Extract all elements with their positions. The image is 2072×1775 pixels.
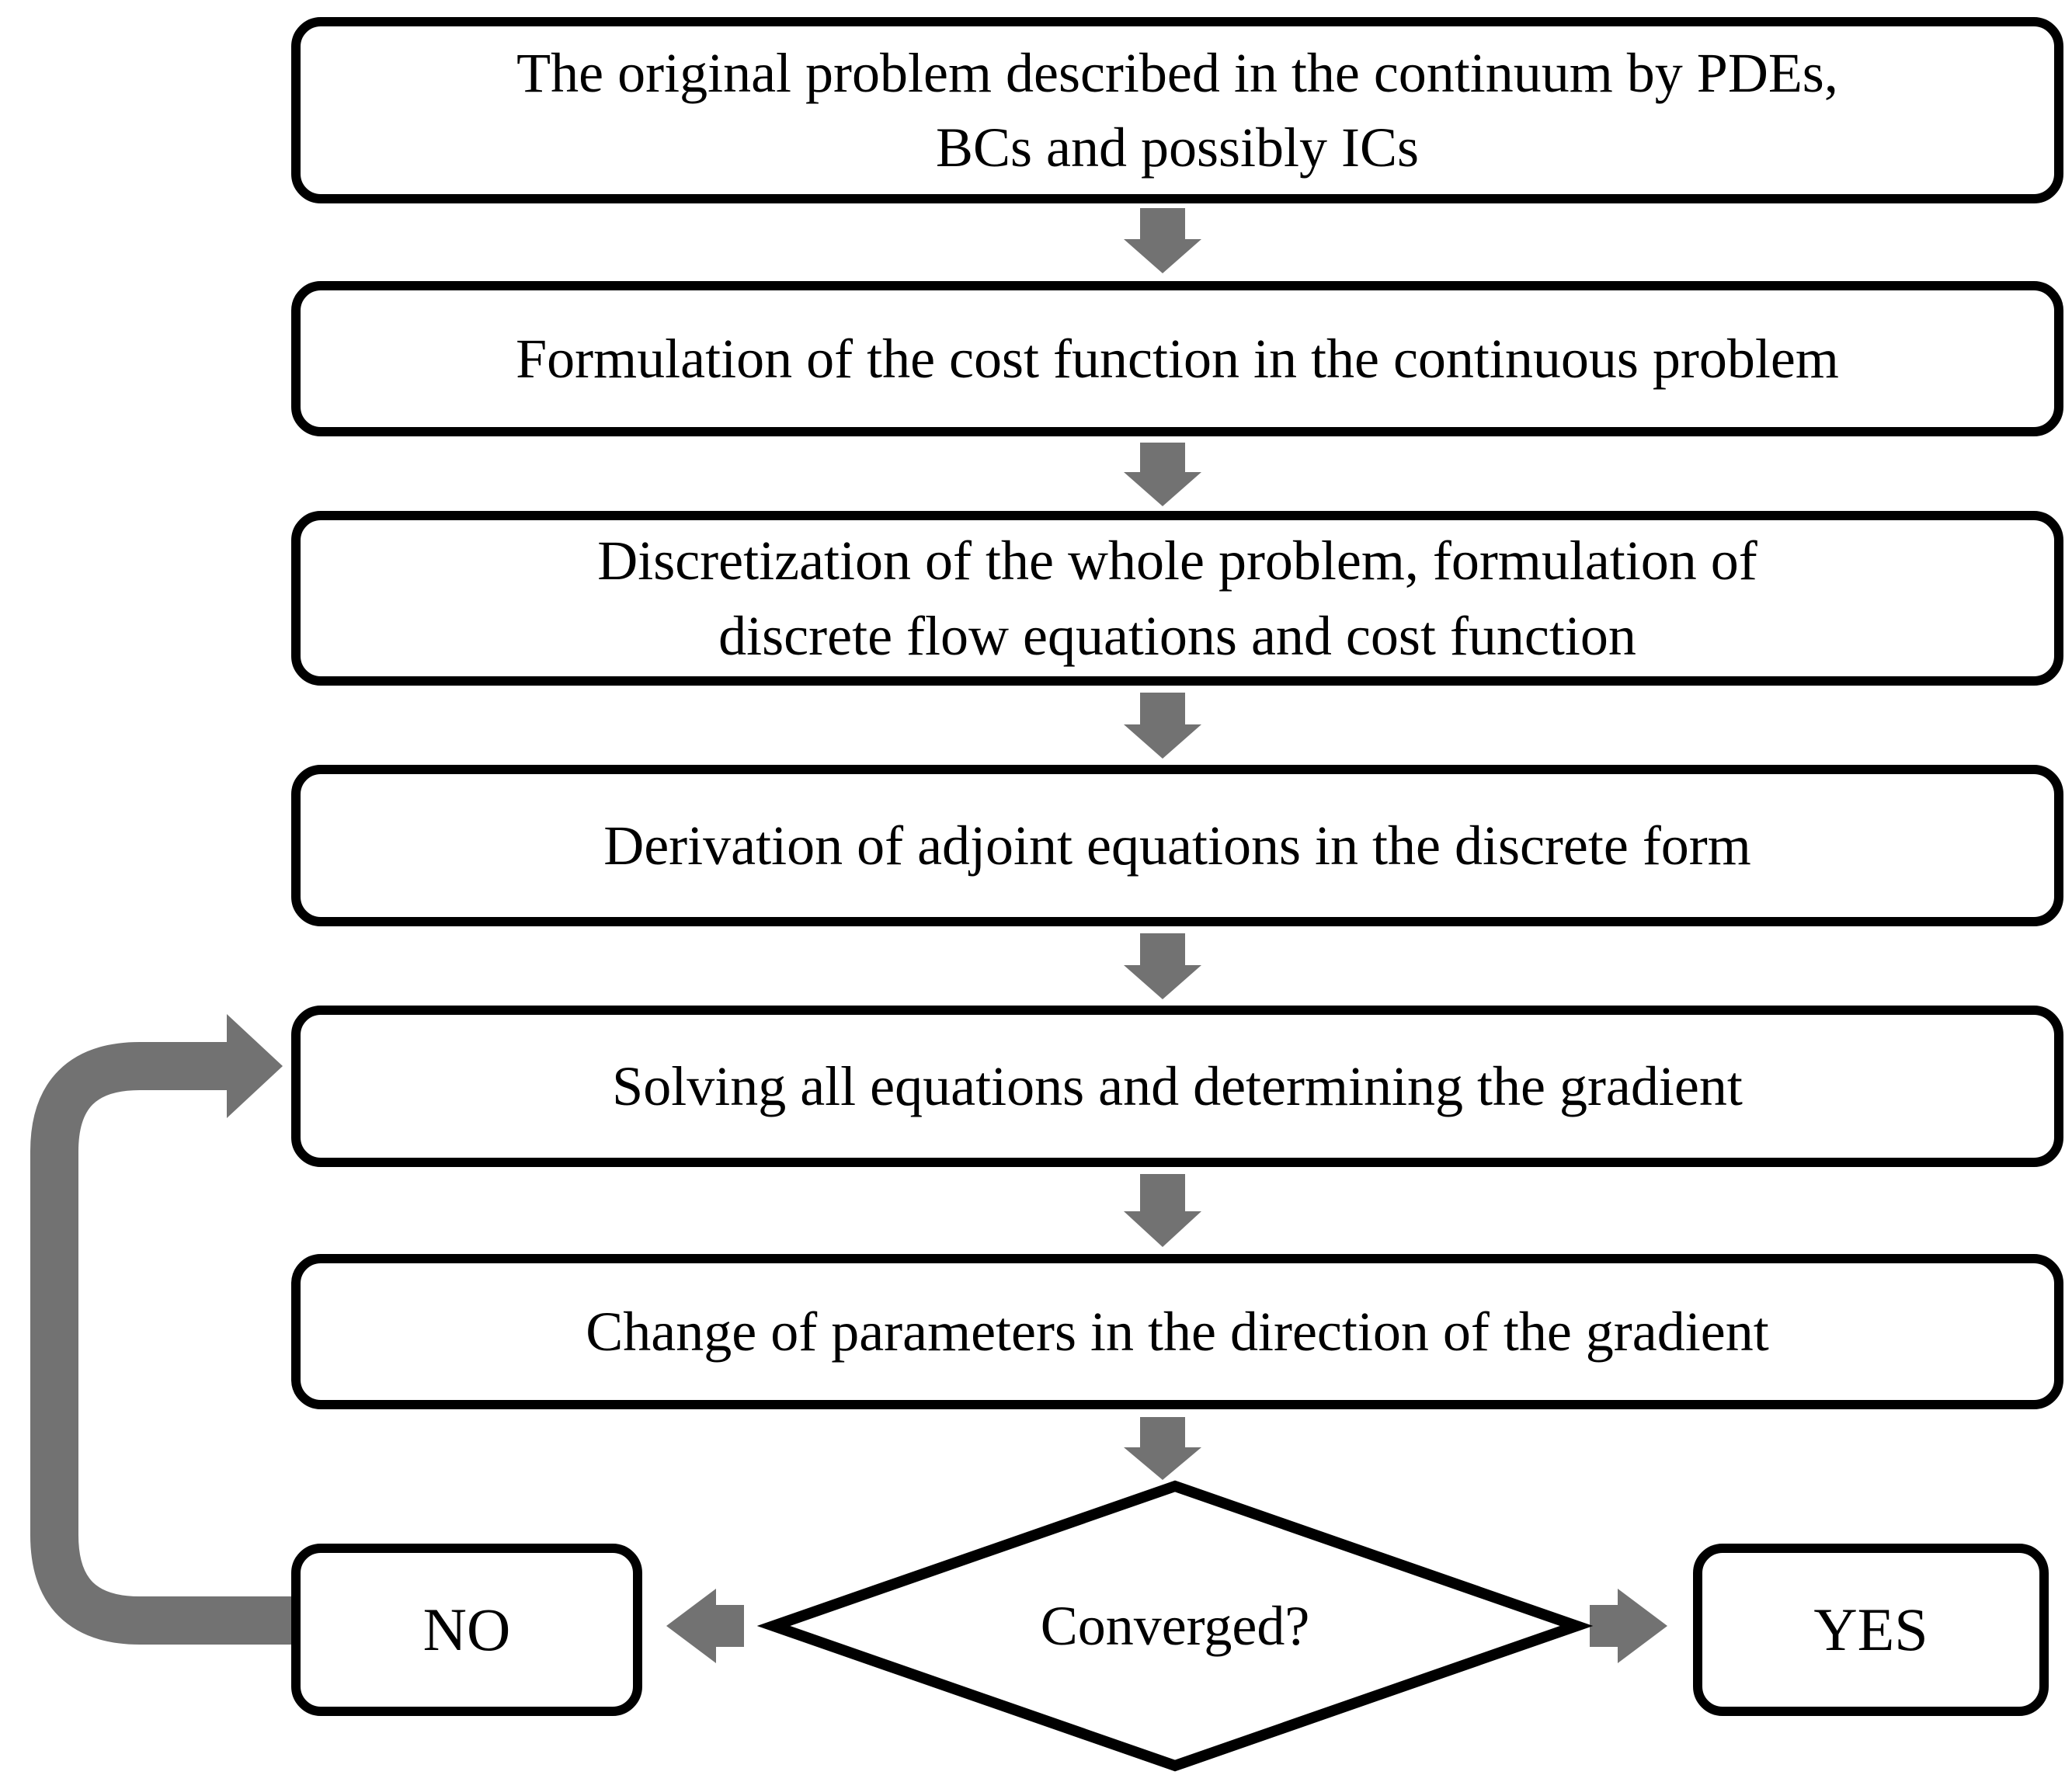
node-yes-label: YES [1813,1595,1928,1663]
arrow-change-to-decision-icon [1124,1417,1201,1480]
arrow-cost-to-discretization-icon [1124,443,1201,506]
node-change-parameters-line1: Change of parameters in the direction of… [586,1300,1769,1363]
loop-back-arrowhead-icon [227,1014,283,1118]
arrow-adjoint-to-solve-icon [1124,933,1201,999]
node-change-parameters: Change of parameters in the direction of… [291,1254,2063,1409]
arrow-decision-to-no-icon [666,1589,744,1663]
node-cost-function-line1: Formulation of the cost function in the … [516,327,1839,390]
node-discretization-line1: Discretization of the whole problem, for… [597,530,1757,592]
decision-diamond-shape [756,1480,1594,1772]
arrow-solve-to-change-icon [1124,1174,1201,1247]
decision-converged-label: Converged? [1040,1594,1310,1657]
node-no-label: NO [422,1595,511,1663]
node-original-problem: The original problem described in the co… [291,17,2063,203]
arrow-discretization-to-adjoint-icon [1124,693,1201,759]
node-cost-function: Formulation of the cost function in the … [291,281,2063,436]
node-adjoint-derivation-line1: Derivation of adjoint equations in the d… [603,814,1751,877]
node-discretization: Discretization of the whole problem, for… [291,511,2063,686]
node-discretization-line2: discrete flow equations and cost functio… [718,604,1636,667]
node-yes: YES [1693,1544,2049,1716]
node-original-problem-line2: BCs and possibly ICs [935,116,1420,179]
node-no: NO [291,1544,642,1716]
node-solve-gradient-line1: Solving all equations and determining th… [612,1054,1743,1117]
loop-back-arrow-stem [30,1042,297,1645]
node-solve-gradient: Solving all equations and determining th… [291,1006,2063,1167]
arrow-original-to-cost-icon [1124,208,1201,273]
node-adjoint-derivation: Derivation of adjoint equations in the d… [291,765,2063,926]
arrow-decision-to-yes-icon [1590,1589,1667,1663]
node-original-problem-line1: The original problem described in the co… [516,41,1838,104]
